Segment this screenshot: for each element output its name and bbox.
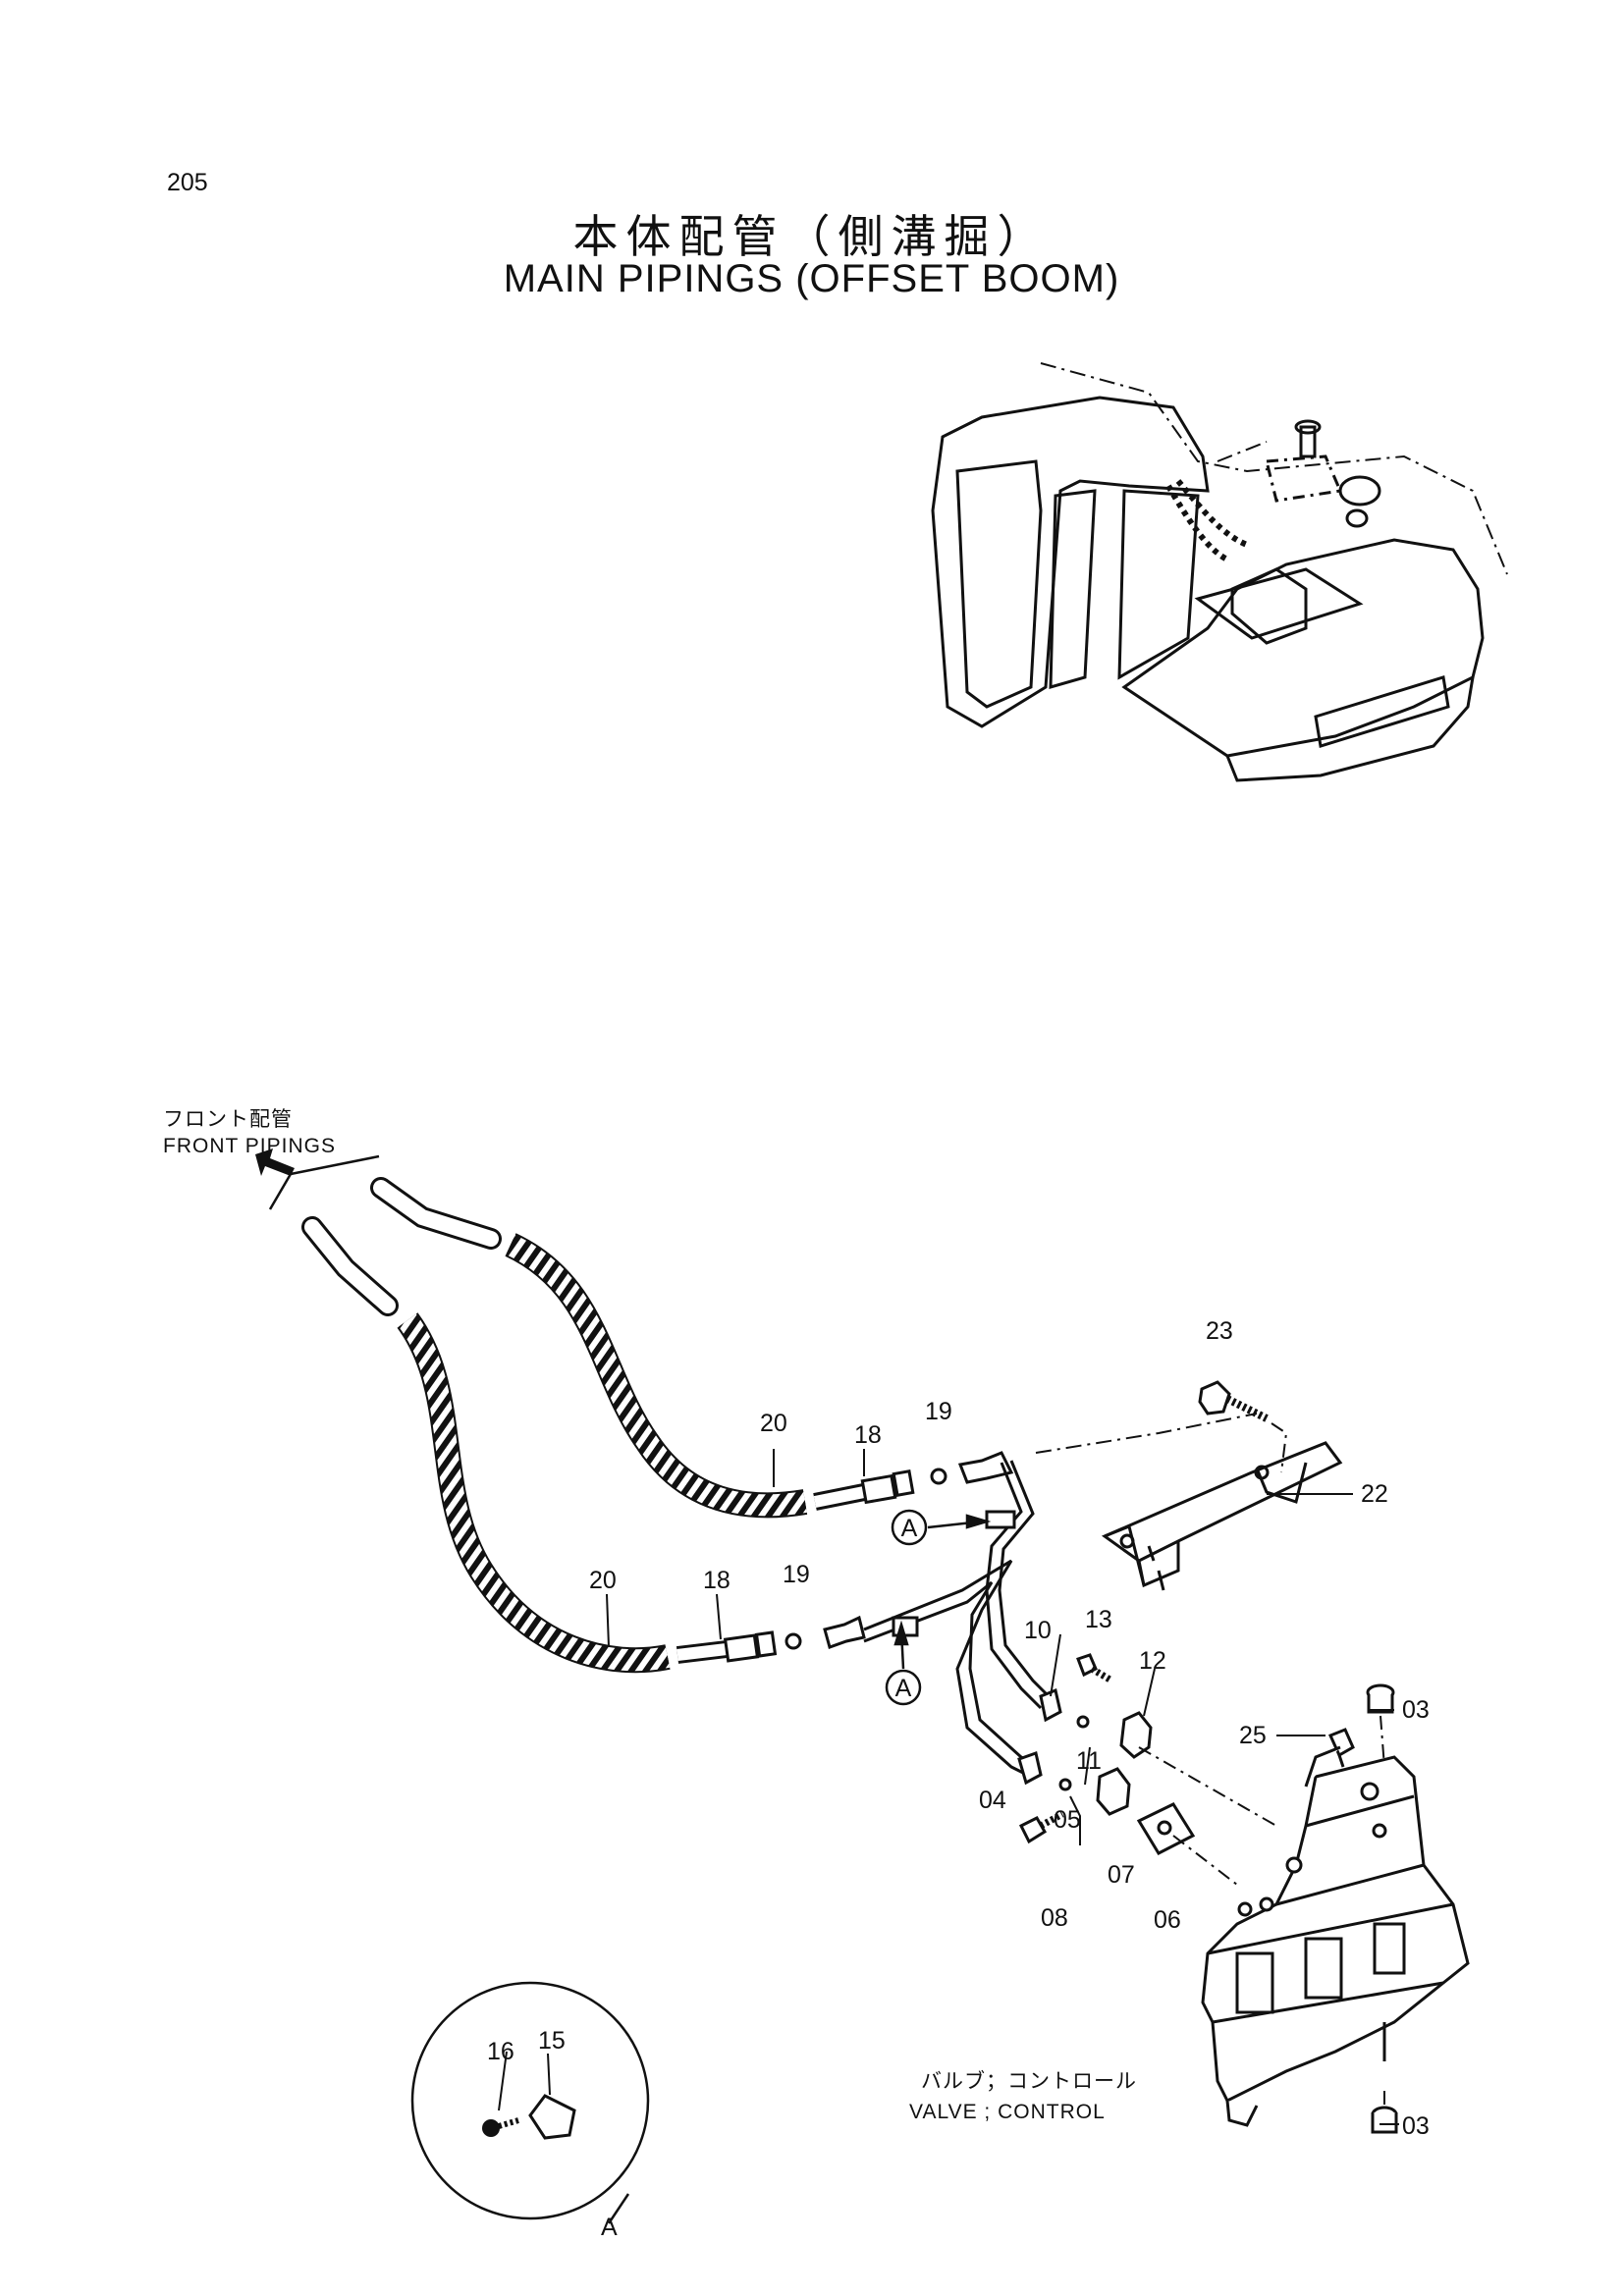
fitting-lower bbox=[723, 1615, 866, 1663]
page-number: 205 bbox=[167, 169, 208, 196]
part-number-10: 10 bbox=[1024, 1617, 1052, 1644]
hose-lower bbox=[301, 1216, 729, 1674]
title-english: MAIN PIPINGS (OFFSET BOOM) bbox=[503, 257, 1120, 300]
part-number-03-bottom: 03 bbox=[1402, 2112, 1430, 2140]
part-number-08: 08 bbox=[1041, 1904, 1068, 1932]
part-number-18-lower: 18 bbox=[703, 1567, 730, 1594]
detail-ref-a-2: A bbox=[895, 1675, 912, 1702]
excavator-overview bbox=[931, 362, 1508, 782]
front-pipings-label-jp: フロント配管 bbox=[163, 1108, 293, 1131]
part-number-18-upper: 18 bbox=[854, 1421, 882, 1449]
title-japanese: 本体配管（側溝掘） bbox=[572, 210, 1051, 263]
part-number-04: 04 bbox=[979, 1787, 1006, 1814]
part-number-25: 25 bbox=[1239, 1722, 1267, 1749]
part-number-19-lower: 19 bbox=[783, 1561, 810, 1588]
part-number-06: 06 bbox=[1154, 1906, 1181, 1934]
part-number-20-upper: 20 bbox=[760, 1410, 787, 1437]
part-number-12: 12 bbox=[1139, 1647, 1166, 1675]
part-leaders bbox=[606, 1449, 1399, 2125]
detail-a bbox=[410, 1981, 650, 2220]
callout-a-marks bbox=[607, 1509, 992, 2224]
hose-upper bbox=[370, 1177, 866, 1519]
bolt-23 bbox=[1198, 1380, 1288, 1473]
valve-label-jp: バルブ；コントロール bbox=[921, 2070, 1137, 2093]
part-number-23: 23 bbox=[1206, 1317, 1233, 1345]
front-pipings-arrow bbox=[255, 1148, 380, 1210]
part-number-11: 11 bbox=[1076, 1747, 1102, 1775]
bracket bbox=[1101, 1441, 1343, 1591]
part-number-15: 15 bbox=[538, 2027, 566, 2055]
part-number-20-lower: 20 bbox=[589, 1567, 617, 1594]
part-number-22: 22 bbox=[1361, 1480, 1388, 1508]
part-number-03-top: 03 bbox=[1402, 1696, 1430, 1724]
detail-ref-a-1: A bbox=[901, 1515, 918, 1542]
detail-ref-a-3: A bbox=[601, 2214, 618, 2241]
control-valve bbox=[1201, 1745, 1470, 2127]
part-number-13: 13 bbox=[1085, 1606, 1112, 1633]
front-pipings-label-en: FRONT PIPINGS bbox=[163, 1135, 336, 1157]
part-number-16: 16 bbox=[487, 2038, 514, 2065]
leader-bracket bbox=[1035, 1413, 1258, 1454]
flange-leaders bbox=[1138, 1715, 1385, 2110]
part-number-05: 05 bbox=[1054, 1806, 1081, 1834]
part-number-19-upper: 19 bbox=[925, 1398, 952, 1425]
valve-label-en: VALVE ; CONTROL bbox=[909, 2101, 1106, 2123]
part-number-07: 07 bbox=[1108, 1861, 1135, 1889]
steel-pipes bbox=[863, 1460, 1053, 1779]
fitting-upper bbox=[860, 1451, 1014, 1505]
